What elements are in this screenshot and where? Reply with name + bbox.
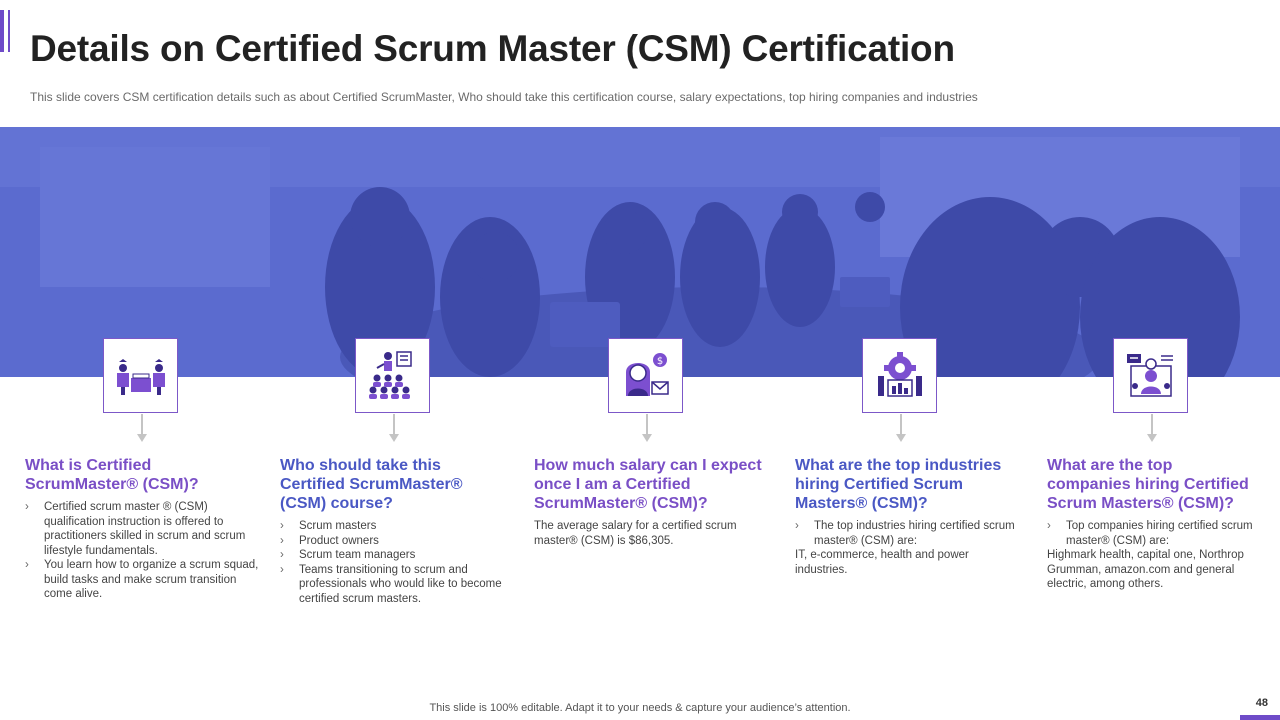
footer-note: This slide is 100% editable. Adapt it to… (429, 702, 851, 714)
accent-bar-thin (8, 10, 10, 52)
connector-arrow (389, 434, 399, 442)
connector-arrow (137, 434, 147, 442)
icon-card (355, 338, 430, 413)
meeting-table-icon (116, 358, 165, 395)
column-text: IT, e-commerce, health and power industr… (795, 549, 969, 576)
connector-arrow (896, 434, 906, 442)
bullet-item: You learn how to organize a scrum squad,… (25, 558, 265, 602)
connector-line (141, 414, 143, 440)
bullet-item: Product owners (280, 534, 510, 549)
bullet-item: Certified scrum master ® (CSM) qualifica… (25, 500, 265, 558)
bullet-item: The top industries hiring certified scru… (795, 519, 1015, 548)
accent-bar (0, 10, 4, 52)
connector-line (1151, 414, 1153, 440)
industry-gear-icon (877, 351, 922, 397)
column-text: Highmark health, capital one, Northrop G… (1047, 549, 1244, 590)
column-csm: What is Certified ScrumMaster® (CSM)? Ce… (25, 456, 265, 602)
bullet-item: Top companies hiring certified scrum mas… (1047, 519, 1257, 548)
page-number: 48 (1255, 697, 1268, 709)
connector-line (646, 414, 648, 440)
presenter-audience-icon (368, 350, 412, 399)
column-salary: How much salary can I expect once I am a… (534, 456, 769, 548)
connector-line (900, 414, 902, 440)
icon-card (862, 338, 937, 413)
connector-arrow (642, 434, 652, 442)
connector-arrow (1147, 434, 1157, 442)
bullet-list: Top companies hiring certified scrum mas… (1047, 519, 1257, 548)
icon-card (1113, 338, 1188, 413)
bullet-item: Scrum masters (280, 519, 510, 534)
meeting-photo-illustration (0, 127, 1280, 377)
column-text: The average salary for a certified scrum… (534, 520, 737, 547)
column-heading: How much salary can I expect once I am a… (534, 457, 762, 512)
slide-subtitle: This slide covers CSM certification deta… (30, 90, 978, 104)
column-heading: What are the top industries hiring Certi… (795, 457, 1002, 512)
column-heading: Who should take this Certified ScrumMast… (280, 457, 463, 512)
page-number-bar (1240, 715, 1280, 720)
svg-text:$: $ (656, 356, 662, 367)
salary-woman-icon: $ (625, 352, 669, 396)
bullet-item: Scrum team managers (280, 548, 510, 563)
column-top-companies: What are the top companies hiring Certif… (1047, 456, 1257, 592)
column-heading: What is Certified ScrumMaster® (CSM)? (25, 457, 199, 493)
column-heading: What are the top companies hiring Certif… (1047, 457, 1249, 512)
bullet-list: Scrum masters Product owners Scrum team … (280, 519, 510, 606)
bullet-list: Certified scrum master ® (CSM) qualifica… (25, 500, 265, 602)
column-who-should-take: Who should take this Certified ScrumMast… (280, 456, 510, 606)
column-top-industries: What are the top industries hiring Certi… (795, 456, 1015, 577)
icon-card (103, 338, 178, 413)
meeting-photo-banner (0, 127, 1280, 377)
bullet-list: The top industries hiring certified scru… (795, 519, 1015, 548)
slide-title: Details on Certified Scrum Master (CSM) … (30, 28, 955, 69)
connector-line (393, 414, 395, 440)
bullet-item: Teams transitioning to scrum and profess… (280, 563, 510, 607)
company-video-call-icon (1126, 353, 1173, 397)
icon-card: $ (608, 338, 683, 413)
